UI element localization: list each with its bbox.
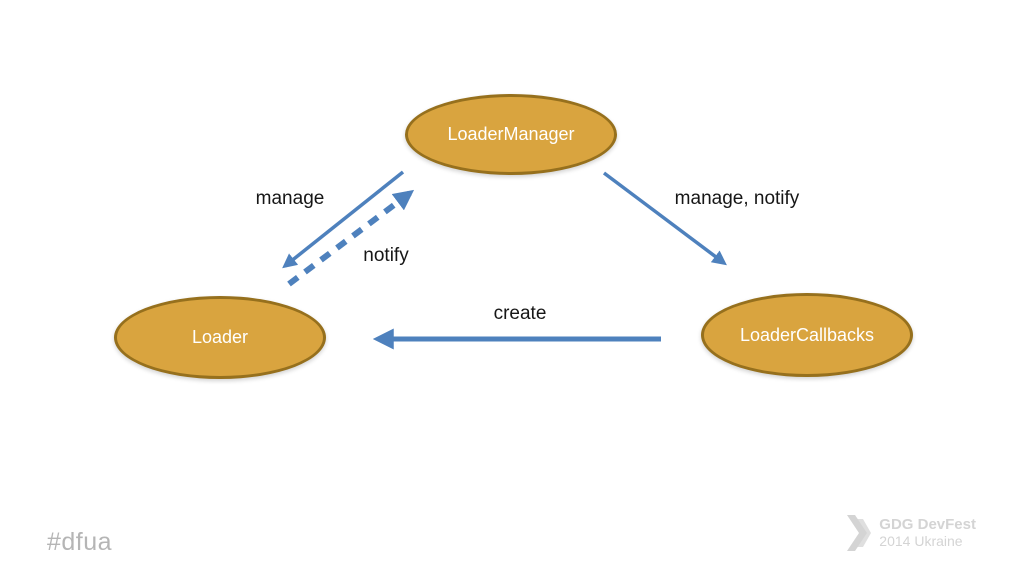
logo-line1: GDG DevFest xyxy=(879,516,976,534)
edge-label-manage: manage xyxy=(255,188,325,209)
edge-label-manage-notify: manage, notify xyxy=(674,188,800,209)
edge-label-notify: notify xyxy=(363,245,409,266)
node-loader-callbacks-label: LoaderCallbacks xyxy=(739,324,875,345)
node-loader-manager: LoaderManager xyxy=(405,94,617,175)
hashtag-dfua: #dfua xyxy=(47,528,113,556)
arrow-manage xyxy=(282,170,405,269)
logo-line2: 2014 Ukraine xyxy=(879,532,963,549)
arrow-manage-notify xyxy=(602,171,727,266)
chevron-right-icon xyxy=(847,515,872,551)
gdg-devfest-logo: GDG DevFest 2014 Ukraine xyxy=(847,515,976,551)
node-loader: Loader xyxy=(114,296,326,379)
node-loader-manager-label: LoaderManager xyxy=(447,124,575,144)
arrow-notify xyxy=(287,189,415,287)
node-loader-callbacks: LoaderCallbacks xyxy=(701,293,913,377)
edge-label-create: create xyxy=(493,303,547,324)
logo-text: GDG DevFest 2014 Ukraine xyxy=(879,517,976,549)
node-loader-label: Loader xyxy=(191,327,249,347)
